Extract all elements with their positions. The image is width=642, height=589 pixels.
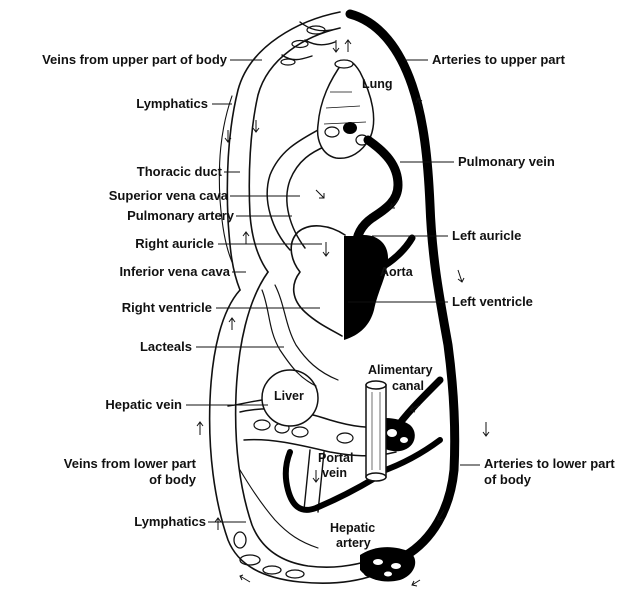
label-lung: Lung [362, 77, 393, 91]
label-lacteals: Lacteals [140, 339, 192, 354]
arrow-down-icon [458, 270, 464, 282]
label-veins-lower-2: of body [149, 472, 197, 487]
arrow-up-icon [215, 518, 221, 530]
arrow-up-icon [229, 318, 235, 330]
label-aorta: Aorta [380, 265, 414, 279]
lacteals-vessel-2 [275, 285, 338, 380]
label-alimentary-2: canal [392, 379, 424, 393]
arrow-down-icon [316, 190, 324, 198]
label-hepatic-artery-2: artery [336, 536, 371, 550]
label-superior-vena-cava: Superior vena cava [109, 188, 229, 203]
label-arteries-lower-1: Arteries to lower part [484, 456, 615, 471]
arrow-left-icon [240, 575, 250, 582]
label-portal-2: vein [322, 466, 347, 480]
superior-vena-cava-outer [227, 12, 340, 290]
lung [318, 60, 374, 158]
right-heart-outline [291, 226, 345, 336]
label-arteries-upper: Arteries to upper part [432, 52, 566, 67]
arrow-up-icon [243, 232, 249, 244]
arrow-down-icon [323, 242, 329, 256]
portal-vein-vessel [304, 450, 310, 510]
arrow-left-icon [412, 580, 420, 586]
label-left-auricle: Left auricle [452, 228, 521, 243]
label-liver: Liver [274, 389, 304, 403]
arrow-up-icon [345, 40, 351, 52]
label-alimentary-1: Alimentary [368, 363, 433, 377]
label-lymphatics-bottom: Lymphatics [134, 514, 206, 529]
label-portal-1: Portal [318, 451, 353, 465]
arrow-down-icon [313, 470, 319, 482]
label-hepatic-vein: Hepatic vein [105, 397, 182, 412]
pulmonary-artery-outer [267, 130, 318, 250]
pulmonary-vein-vessel [356, 140, 398, 248]
alimentary-canal [366, 381, 386, 481]
label-left-ventricle: Left ventricle [452, 294, 533, 309]
label-inferior-vena-cava: Inferior vena cava [119, 264, 230, 279]
label-veins-upper: Veins from upper part of body [42, 52, 228, 67]
label-hepatic-artery-1: Hepatic [330, 521, 375, 535]
label-pulmonary-artery: Pulmonary artery [127, 208, 235, 223]
arrow-down-icon [483, 422, 489, 436]
left-heart [344, 235, 388, 340]
label-pulmonary-vein: Pulmonary vein [458, 154, 555, 169]
label-lymphatics-top: Lymphatics [136, 96, 208, 111]
label-right-auricle: Right auricle [135, 236, 214, 251]
arrow-up-icon [197, 422, 203, 435]
label-arteries-lower-2: of body [484, 472, 532, 487]
portal-capillaries [254, 420, 353, 443]
label-thoracic-duct: Thoracic duct [137, 164, 223, 179]
capillary-loop [281, 59, 295, 65]
lower-capillary-network [234, 532, 304, 578]
pulmonary-artery-inner [287, 146, 326, 248]
label-veins-lower-1: Veins from lower part [64, 456, 197, 471]
lower-arterial-capillaries [360, 547, 415, 581]
label-right-ventricle: Right ventricle [122, 300, 212, 315]
